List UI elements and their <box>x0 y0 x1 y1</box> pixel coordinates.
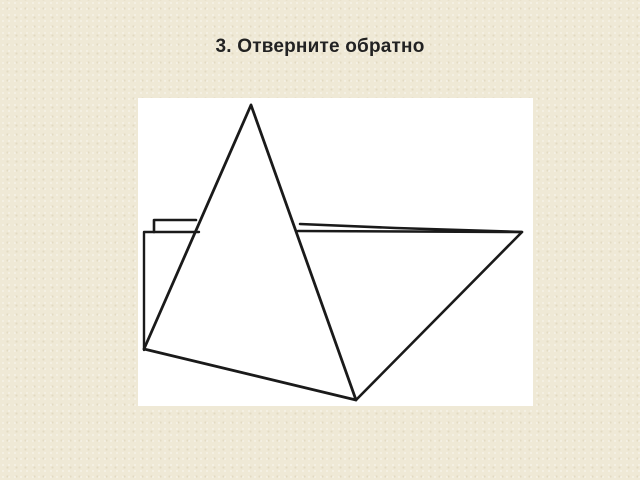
slide-title: 3. Отверните обратно <box>215 36 425 57</box>
origami-diagram-svg <box>142 103 524 402</box>
center-triangle <box>142 103 358 402</box>
origami-diagram <box>138 98 533 406</box>
left-paper-edge <box>142 230 201 352</box>
right-flap <box>296 229 524 402</box>
